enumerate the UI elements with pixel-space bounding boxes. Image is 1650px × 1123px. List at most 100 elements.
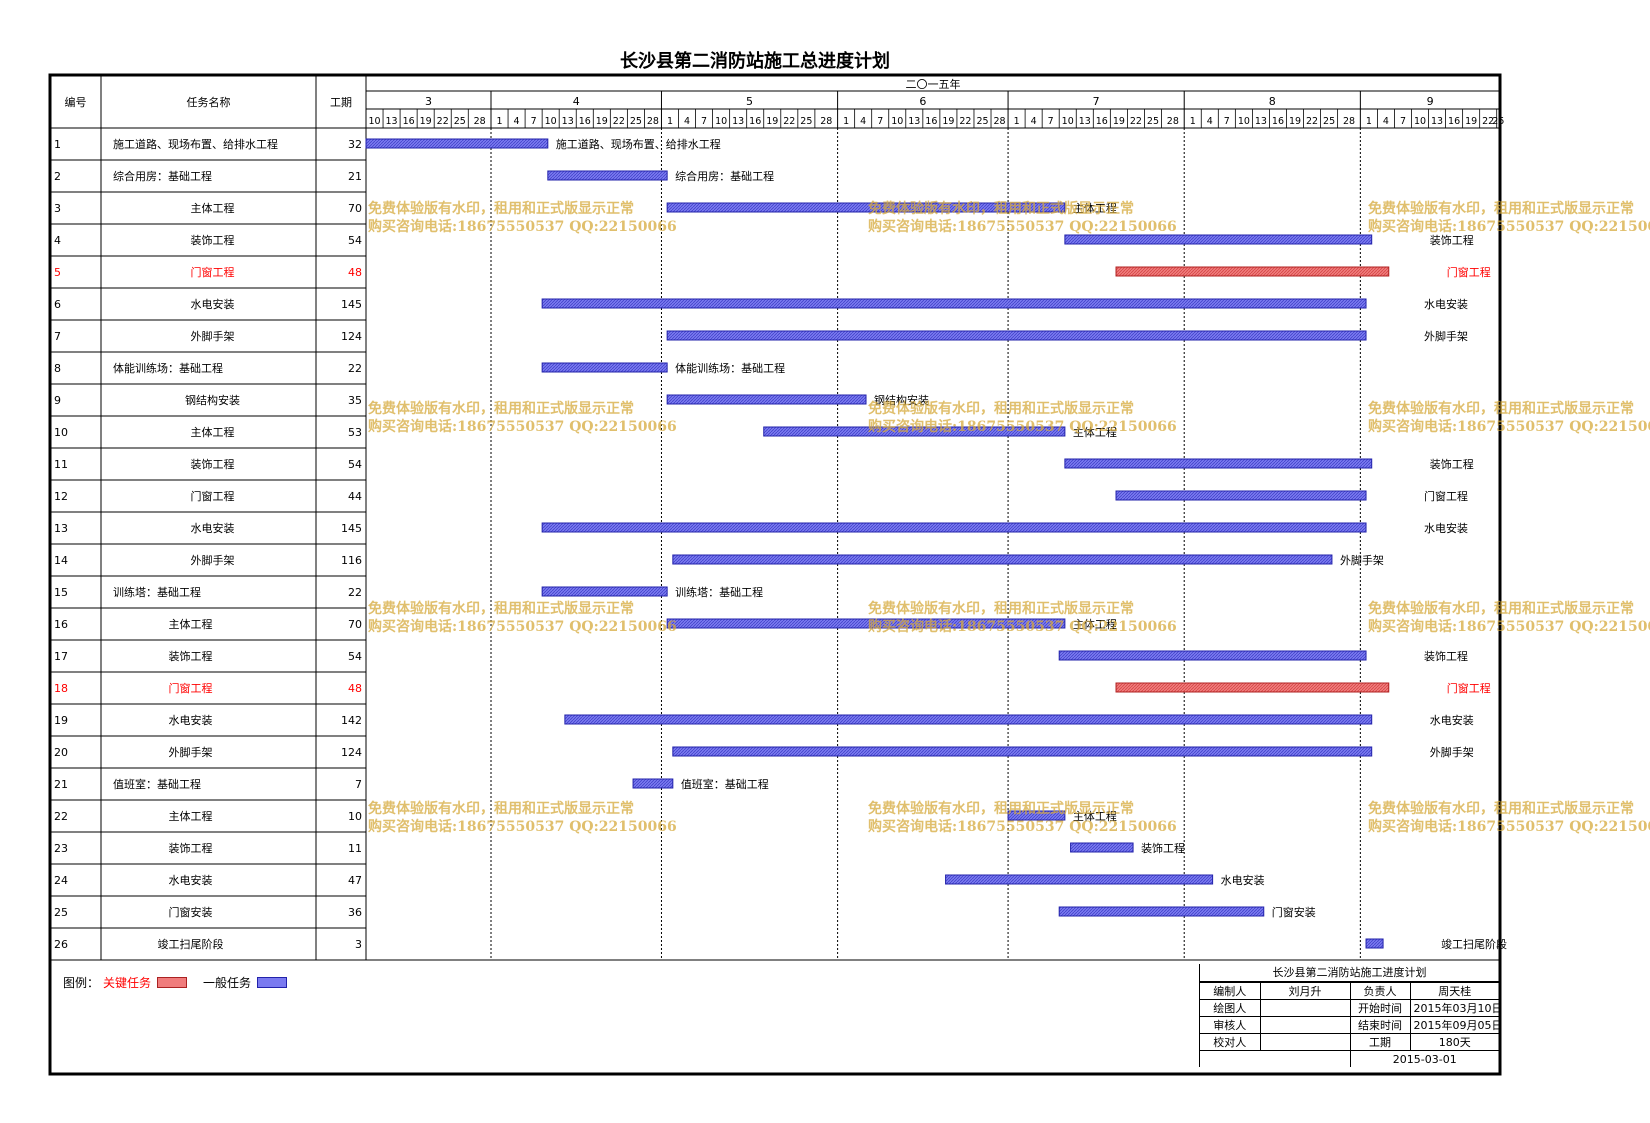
task-bar bbox=[541, 298, 1367, 309]
task-bar-label: 训练塔：基础工程 bbox=[675, 585, 763, 599]
info-label: 结束时间 bbox=[1349, 1016, 1411, 1034]
task-bar-label: 主体工程 bbox=[1073, 617, 1117, 631]
task-bar bbox=[1058, 650, 1367, 661]
info-row: 校对人 工期 180天 bbox=[1200, 1033, 1499, 1051]
task-bar bbox=[632, 778, 674, 789]
day-tick-label: 28 bbox=[993, 116, 1005, 127]
day-tick-label: 16 bbox=[925, 116, 937, 127]
task-bar-label: 主体工程 bbox=[1073, 809, 1117, 823]
task-id: 15 bbox=[54, 586, 68, 599]
day-tick-label: 25 bbox=[976, 116, 988, 127]
task-duration: 54 bbox=[348, 650, 362, 663]
task-duration: 54 bbox=[348, 234, 362, 247]
day-tick-label: 22 bbox=[959, 116, 971, 127]
task-id: 19 bbox=[54, 714, 68, 727]
day-tick-label: 16 bbox=[403, 116, 415, 127]
task-bar-label: 水电安装 bbox=[1424, 521, 1468, 535]
task-name: 竣工扫尾阶段 bbox=[158, 937, 224, 951]
task-bar bbox=[564, 714, 1373, 725]
day-tick-label: 13 bbox=[1079, 116, 1091, 127]
task-bar-label: 外脚手架 bbox=[1430, 745, 1474, 759]
day-tick-label: 1 bbox=[1190, 116, 1196, 127]
day-tick-label: 16 bbox=[1272, 116, 1284, 127]
task-duration: 124 bbox=[341, 746, 362, 759]
task-bar bbox=[1007, 810, 1066, 821]
task-duration: 48 bbox=[348, 682, 362, 695]
task-duration: 142 bbox=[341, 714, 362, 727]
day-tick-label: 10 bbox=[1414, 116, 1426, 127]
task-duration: 145 bbox=[341, 298, 362, 311]
task-bar-label: 施工道路、现场布置、给排水工程 bbox=[556, 137, 721, 151]
task-bar bbox=[541, 522, 1367, 533]
day-tick-label: 28 bbox=[647, 116, 659, 127]
task-bar bbox=[365, 138, 549, 149]
day-tick-label: 19 bbox=[1289, 116, 1301, 127]
info-label: 负责人 bbox=[1349, 982, 1411, 1000]
task-id: 26 bbox=[54, 938, 68, 951]
task-duration: 32 bbox=[348, 138, 362, 151]
month-label: 4 bbox=[573, 95, 580, 108]
task-duration: 70 bbox=[348, 202, 362, 215]
task-id: 6 bbox=[54, 298, 61, 311]
task-id: 20 bbox=[54, 746, 68, 759]
task-bar bbox=[1058, 906, 1265, 917]
task-name: 外脚手架 bbox=[191, 553, 235, 567]
task-duration: 22 bbox=[348, 362, 362, 375]
task-duration: 36 bbox=[348, 906, 362, 919]
day-tick-label: 13 bbox=[562, 116, 574, 127]
day-tick-label: 1 bbox=[1366, 116, 1372, 127]
task-name: 门窗工程 bbox=[191, 265, 235, 279]
info-value: 周天桂 bbox=[1409, 982, 1499, 1000]
task-bar-label: 门窗安装 bbox=[1272, 905, 1316, 919]
day-tick-label: 28 bbox=[820, 116, 832, 127]
task-name: 主体工程 bbox=[169, 617, 213, 631]
task-id: 17 bbox=[54, 650, 68, 663]
day-tick-label: 22 bbox=[613, 116, 625, 127]
task-bar-label: 装饰工程 bbox=[1430, 233, 1474, 247]
day-tick-label: 10 bbox=[545, 116, 557, 127]
task-bar-label: 水电安装 bbox=[1424, 297, 1468, 311]
task-name: 水电安装 bbox=[191, 521, 235, 535]
task-name: 门窗安装 bbox=[169, 905, 213, 919]
task-id: 7 bbox=[54, 330, 61, 343]
day-tick-label: 13 bbox=[1255, 116, 1267, 127]
task-duration: 3 bbox=[355, 938, 362, 951]
task-name: 综合用房：基础工程 bbox=[113, 169, 212, 183]
legend: 图例： 关键任务 一般任务 bbox=[63, 974, 303, 991]
day-tick-label: 7 bbox=[701, 116, 707, 127]
task-bar-label: 外脚手架 bbox=[1340, 553, 1384, 567]
day-tick-label: 7 bbox=[531, 116, 537, 127]
day-tick-label: 13 bbox=[908, 116, 920, 127]
task-bar-label: 装饰工程 bbox=[1424, 649, 1468, 663]
day-tick-label: 22 bbox=[783, 116, 795, 127]
legend-critical-swatch bbox=[157, 977, 188, 988]
task-duration: 124 bbox=[341, 330, 362, 343]
task-duration: 47 bbox=[348, 874, 362, 887]
task-bar-label: 装饰工程 bbox=[1141, 841, 1185, 855]
info-value bbox=[1259, 999, 1351, 1017]
info-value: 2015年03月10日 bbox=[1409, 999, 1499, 1017]
task-duration: 11 bbox=[348, 842, 362, 855]
day-tick-label: 4 bbox=[1031, 116, 1037, 127]
day-tick-label: 25 bbox=[454, 116, 466, 127]
month-label: 5 bbox=[746, 95, 753, 108]
task-duration: 21 bbox=[348, 170, 362, 183]
day-tick-label: 19 bbox=[1465, 116, 1477, 127]
info-label: 校对人 bbox=[1200, 1033, 1261, 1051]
month-label: 9 bbox=[1427, 95, 1434, 108]
task-duration: 116 bbox=[341, 554, 362, 567]
info-value bbox=[1259, 1033, 1351, 1051]
task-id: 2 bbox=[54, 170, 61, 183]
task-bar bbox=[1070, 842, 1134, 853]
task-bar-label: 水电安装 bbox=[1221, 873, 1265, 887]
task-duration: 53 bbox=[348, 426, 362, 439]
info-label: 审核人 bbox=[1200, 1016, 1261, 1034]
task-duration: 35 bbox=[348, 394, 362, 407]
task-bar bbox=[666, 618, 1066, 629]
task-name: 钢结构安装 bbox=[185, 393, 240, 407]
task-bar bbox=[1365, 938, 1384, 949]
task-id: 3 bbox=[54, 202, 61, 215]
header-name: 任务名称 bbox=[187, 95, 231, 109]
month-label: 3 bbox=[425, 95, 432, 108]
